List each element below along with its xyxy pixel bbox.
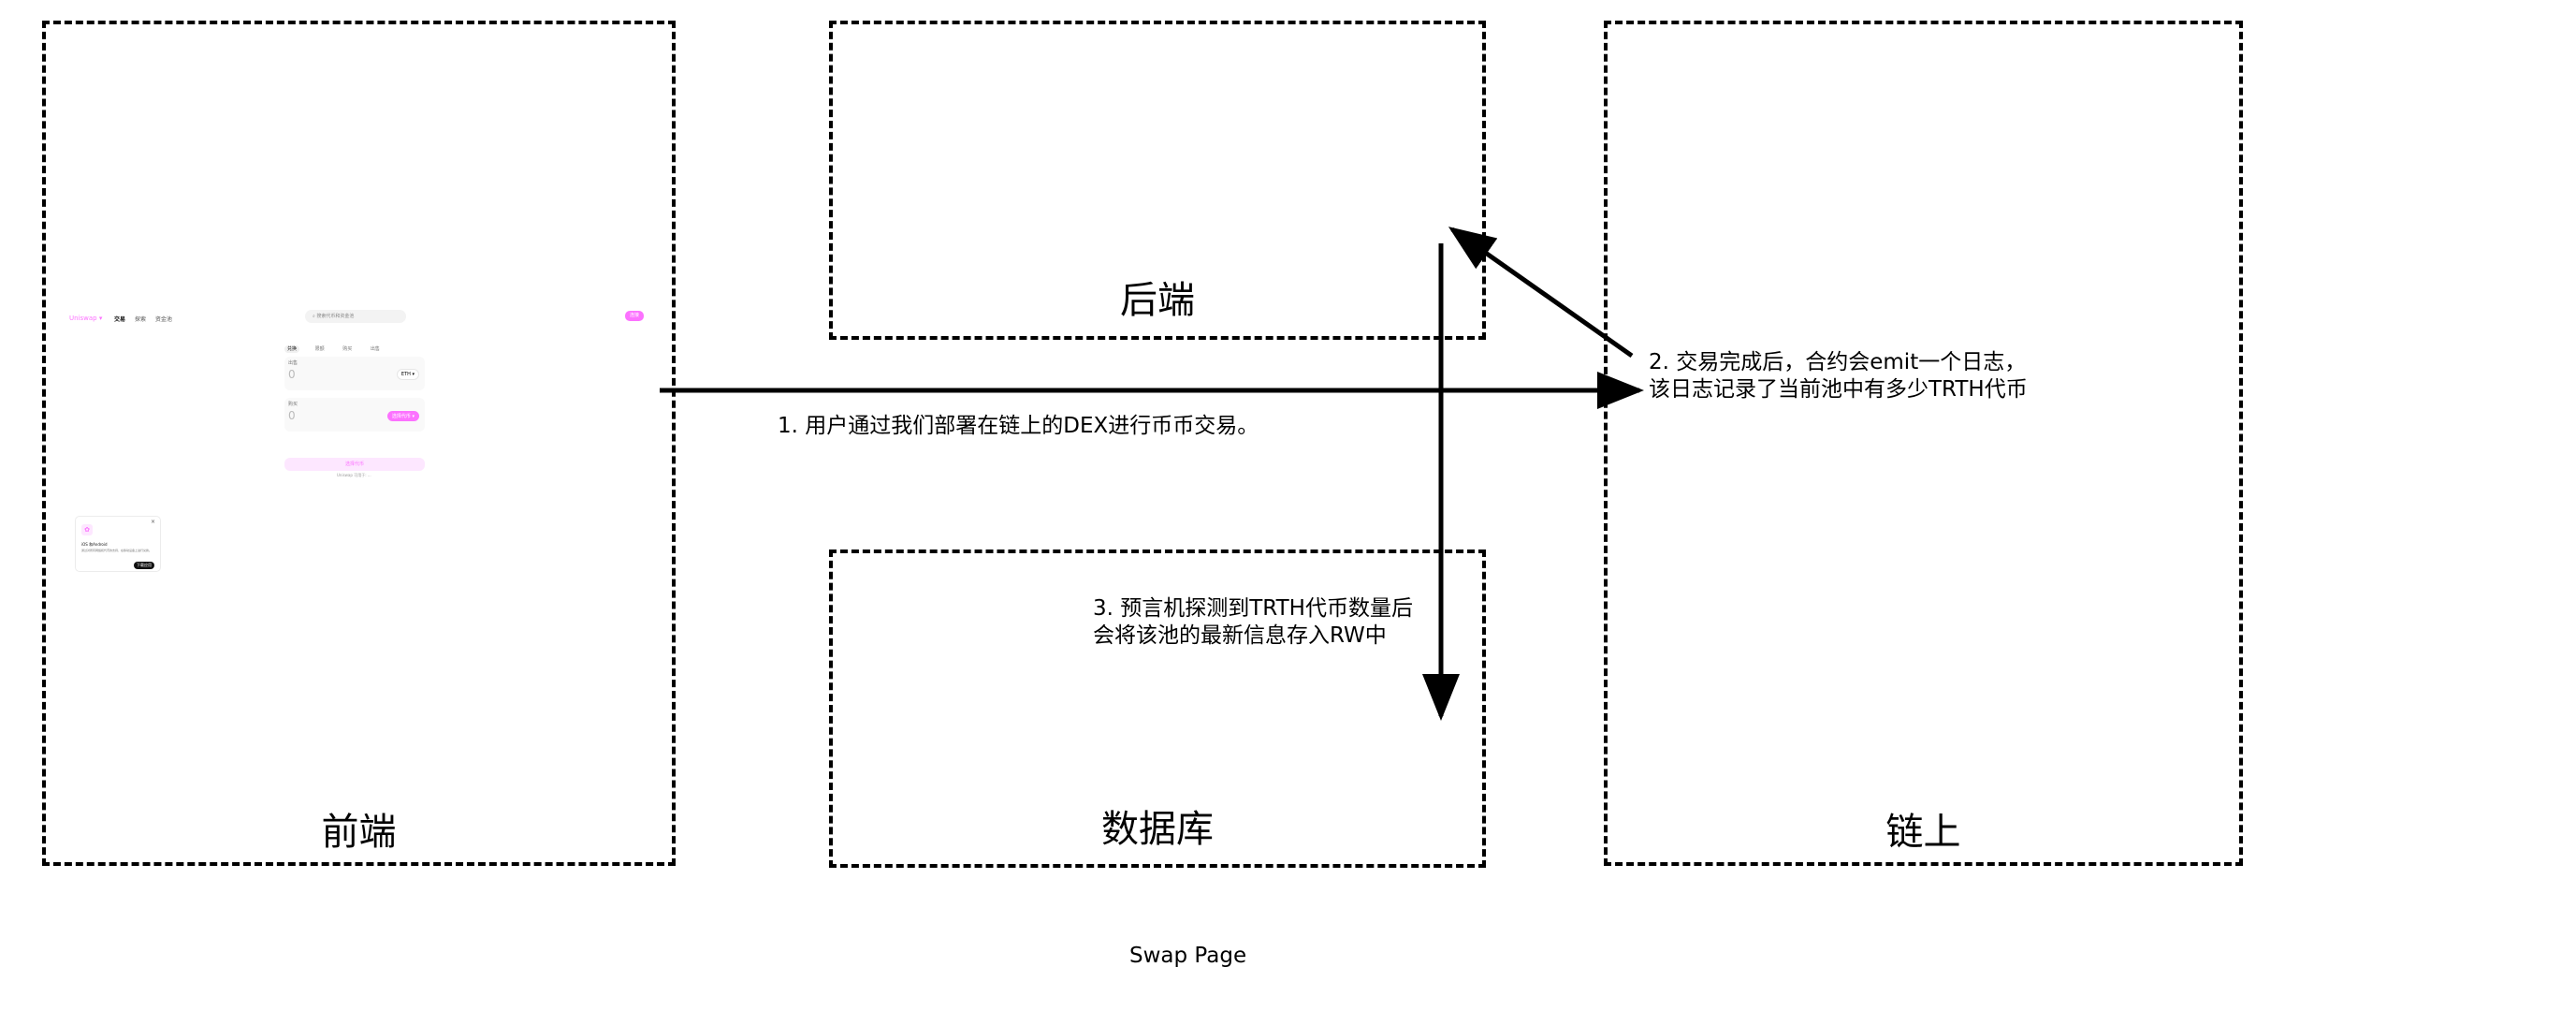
step3-note: 3. 预言机探测到TRTH代币数量后 会将该池的最新信息存入RW中 <box>1093 596 1413 648</box>
tab-sell[interactable]: 出售 <box>370 346 380 352</box>
swap-page-screenshot: Uniswap ▾ 交易 探索 资金池 ⌕ 搜索代币和资金池 连接 兑换 限额 … <box>64 304 662 594</box>
mini-nav: 交易 探索 资金池 <box>114 315 180 323</box>
frontend-label: 前端 <box>321 811 397 854</box>
step1-note: 1. 用户通过我们部署在链上的DEX进行币币交易。 <box>778 414 1259 438</box>
popup-text: 通过对所有网络和代币的支持，在移动设备上进行兑换。 <box>81 549 153 552</box>
token-eth[interactable]: ETH ▾ <box>396 369 419 380</box>
swap-button[interactable]: 选择代币 <box>284 458 425 471</box>
buy-panel[interactable]: 购买 0 选择代币 ▾ <box>284 398 425 432</box>
connect-button[interactable]: 连接 <box>625 311 644 321</box>
backend-box: 后端 <box>829 21 1486 340</box>
close-icon[interactable]: × <box>150 519 155 525</box>
tab-limit[interactable]: 限额 <box>314 346 325 352</box>
tab-buy[interactable]: 购买 <box>342 346 353 352</box>
database-box: 数据库 <box>829 549 1486 868</box>
database-label: 数据库 <box>1101 808 1214 851</box>
sell-amount[interactable]: 0 <box>288 368 296 381</box>
buy-label: 购买 <box>288 402 298 407</box>
caption: Swap Page <box>1129 944 1247 968</box>
chain-label: 链上 <box>1885 811 1961 854</box>
nav-pool[interactable]: 资金池 <box>154 316 172 323</box>
nav-trade[interactable]: 交易 <box>114 316 126 323</box>
buy-amount[interactable]: 0 <box>288 409 296 422</box>
arrow-chain-to-backend <box>1448 227 1634 359</box>
frontend-box: 前端 <box>42 21 676 866</box>
app-promo-popup: × ✿ iOS 和Android 通过对所有网络和代币的支持，在移动设备上进行兑… <box>75 516 161 572</box>
sell-label: 出售 <box>288 360 298 366</box>
popup-title: iOS 和Android <box>81 542 108 547</box>
search-placeholder: 搜索代币和资金池 <box>316 314 355 319</box>
chain-box: 链上 <box>1604 21 2243 866</box>
backend-label: 后端 <box>1120 279 1195 322</box>
tab-swap[interactable]: 兑换 <box>284 345 300 353</box>
step2-note: 2. 交易完成后，合约会emit一个日志， 该日志记录了当前池中有多少TRTH代… <box>1649 350 2028 402</box>
sell-panel[interactable]: 出售 0 ETH ▾ <box>284 357 425 390</box>
uniswap-logo: Uniswap ▾ <box>69 315 103 322</box>
select-token-button[interactable]: 选择代币 ▾ <box>386 411 419 421</box>
swap-card: 兑换 限额 购买 出售 出售 0 ETH ▾ 购买 0 选择代币 ▾ 选择代币 <box>284 345 434 476</box>
mini-footer: Uniswap 可用于: ... <box>337 473 371 477</box>
nav-explore[interactable]: 探索 <box>134 316 146 323</box>
download-app-button[interactable]: 下载应用 <box>134 562 154 569</box>
uniswap-app-icon: ✿ <box>81 524 93 535</box>
swap-tabs: 兑换 限额 购买 出售 <box>284 345 434 353</box>
mini-search-input[interactable]: ⌕ 搜索代币和资金池 <box>305 310 406 323</box>
